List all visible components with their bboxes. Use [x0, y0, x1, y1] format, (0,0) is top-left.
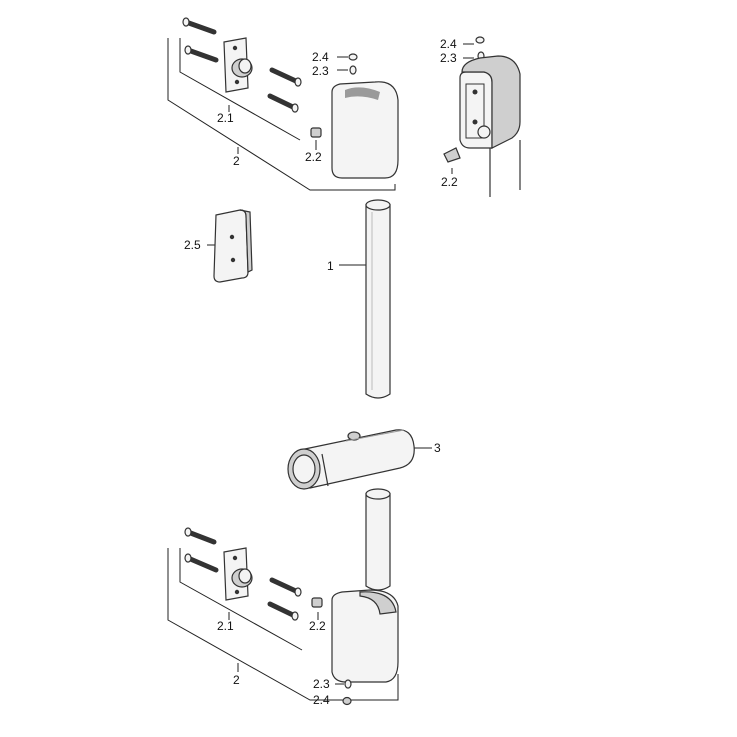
- bot-oring-2-3: [344, 679, 352, 689]
- slide-rail-1: [339, 199, 391, 399]
- label-rail-1: 1: [327, 259, 334, 273]
- bot-screw-lower-left: [184, 553, 219, 573]
- top-screw-upper-left: [182, 17, 217, 35]
- top-oring-2-3: [349, 65, 357, 75]
- label-top-2-3: 2.3: [312, 64, 329, 78]
- label-inset-2-3: 2.3: [440, 51, 457, 65]
- lower-rail-section: [365, 488, 391, 591]
- label-top-2-2: 2.2: [305, 150, 322, 164]
- bot-screw-lower-right: [267, 601, 299, 621]
- top-bracket-cover: [331, 81, 399, 179]
- inset-rail: [489, 140, 521, 197]
- top-group-2-bracket: [167, 38, 396, 191]
- label-bot-2-1: 2.1: [217, 619, 234, 633]
- top-wall-plate: [223, 37, 253, 93]
- label-bot-2: 2: [233, 673, 240, 687]
- bot-screw-upper-left: [184, 527, 217, 545]
- label-plate-2-5: 2.5: [184, 238, 201, 252]
- bot-group-2-1-bracket: [179, 548, 303, 651]
- bot-cap-2-4: [342, 696, 352, 706]
- top-screw-lower-right: [267, 93, 299, 113]
- bot-wall-plate: [223, 547, 253, 601]
- inset-bracket-housing: [459, 55, 521, 149]
- bot-screw-upper-right: [269, 577, 302, 597]
- label-inset-2-4: 2.4: [440, 37, 457, 51]
- label-top-2-4: 2.4: [312, 50, 329, 64]
- inset-view: [443, 36, 521, 197]
- inset-grub-screw: [443, 147, 461, 163]
- label-inset-2-2: 2.2: [441, 175, 458, 189]
- top-grub-screw: [310, 127, 322, 138]
- label-bot-2-2: 2.2: [309, 619, 326, 633]
- inset-cap-2-4: [475, 36, 485, 44]
- label-top-2-1: 2.1: [217, 111, 234, 125]
- plate-2-5: [207, 209, 253, 283]
- top-screw-lower-left: [184, 45, 219, 63]
- bot-bracket-cover: [331, 589, 399, 683]
- label-top-2: 2: [233, 154, 240, 168]
- bot-group-2-bracket: [167, 548, 399, 701]
- shower-slider-3: [287, 429, 432, 490]
- bottom-bracket-assembly: [167, 527, 399, 706]
- label-slider-3: 3: [434, 441, 441, 455]
- label-bot-2-3: 2.3: [313, 677, 330, 691]
- top-bracket-assembly: [167, 17, 399, 191]
- top-screw-upper-right: [269, 67, 302, 87]
- label-bot-2-4: 2.4: [313, 693, 330, 707]
- bot-grub-screw: [311, 597, 323, 608]
- top-cap-2-4: [348, 53, 358, 61]
- top-group-2-1-bracket: [179, 38, 301, 141]
